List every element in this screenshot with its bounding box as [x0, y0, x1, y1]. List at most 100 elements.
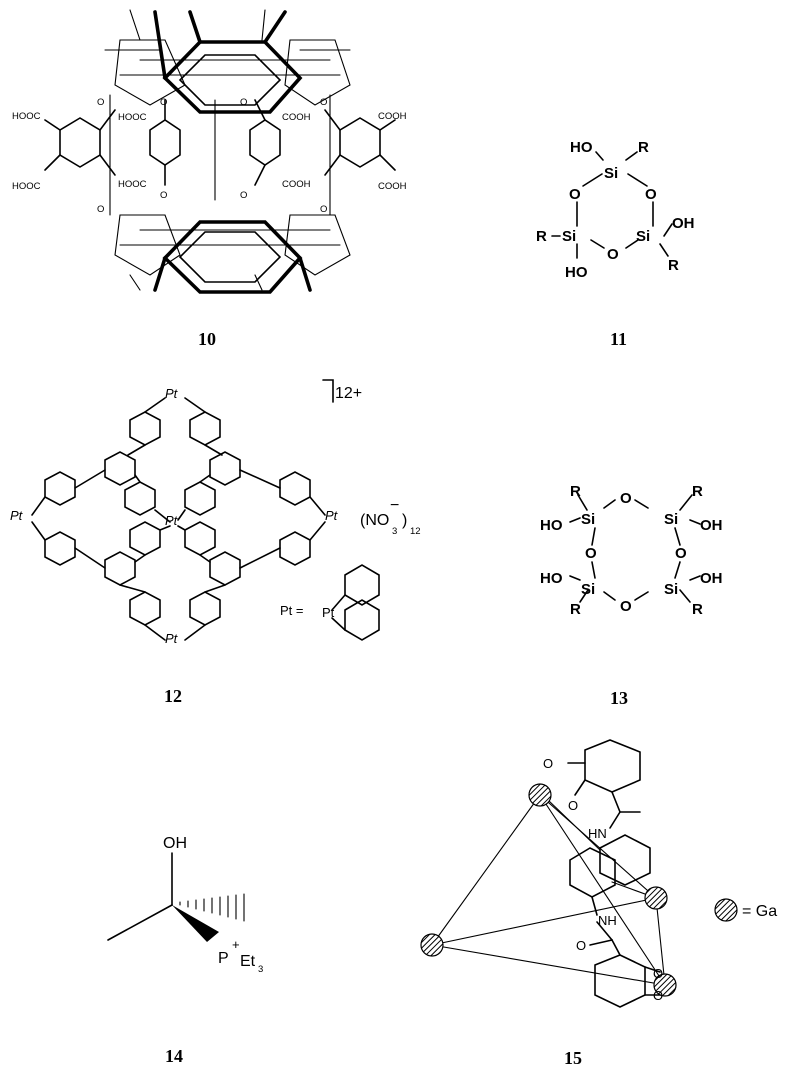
platinum-label: Pt: [165, 631, 179, 646]
platinum-label: Pt: [325, 508, 339, 523]
compound-13: R R O HO Si Si OH O O HO Si Si OH O R R …: [540, 483, 723, 708]
compound-number: 15: [564, 1048, 582, 1068]
charge-label: +: [232, 937, 240, 952]
oxygen-label: O: [97, 204, 104, 215]
oxygen-label: O: [160, 190, 167, 201]
acid-label: COOH: [282, 179, 311, 190]
platinum-label: Pt: [10, 508, 24, 523]
hydroxyl-label: HO: [570, 139, 593, 156]
amide-label: HN: [588, 826, 607, 841]
gallium-legend-icon: [714, 898, 738, 922]
compound-number: 14: [165, 1046, 183, 1066]
compound-10-labels: HOOC HOOC HOOC HOOC COOH COOH COOH COOH …: [12, 97, 407, 215]
nitrate-label: (NO: [360, 512, 389, 529]
silicon-label: Si: [562, 228, 576, 245]
pt-bipyridine-definition: Pt = Pt: [280, 564, 380, 641]
platinum-label: Pt: [322, 605, 335, 620]
pt-definition-label: Pt =: [280, 603, 304, 618]
oxygen-label: O: [576, 938, 586, 953]
hydroxyl-label: HO: [565, 264, 588, 281]
r-group-label: R: [638, 139, 649, 156]
r-group-label: R: [692, 483, 703, 500]
compound-10-linkers: [44, 94, 396, 216]
compound-15: O O HN NH O O O = Ga 15: [420, 739, 777, 1068]
ligand-framework: [547, 739, 661, 1008]
oxygen-label: O: [97, 97, 104, 108]
oxygen-label: O: [160, 97, 167, 108]
oxygen-label: O: [620, 598, 632, 615]
oxygen-label: O: [607, 246, 619, 263]
oxygen-label: O: [585, 545, 597, 562]
oxygen-label: O: [653, 966, 663, 981]
compound-14: OH P + Et 3 14: [107, 835, 263, 1066]
silicon-label: Si: [604, 165, 618, 182]
r-group-label: R: [692, 601, 703, 618]
r-group-label: R: [570, 601, 581, 618]
platinum-label: Pt: [165, 386, 179, 401]
ethyl-subscript: 3: [258, 964, 263, 975]
compound-12-triazines: [104, 451, 241, 586]
hydroxyl-label: OH: [163, 835, 187, 852]
ga-atoms: [420, 783, 677, 997]
charge-bracket: [322, 379, 334, 403]
hashed-bond: [179, 893, 245, 922]
compound-12: 12+: [10, 379, 421, 706]
gallium-atom: [528, 783, 552, 807]
compound-13-ring: [569, 494, 701, 603]
gallium-atom: [644, 886, 668, 910]
platinum-label: Pt: [165, 513, 179, 528]
oxygen-label: O: [568, 798, 578, 813]
oxygen-label: O: [620, 490, 632, 507]
gallium-atom: [653, 973, 677, 997]
compound-12-bonds: [31, 397, 326, 641]
compound-10-upper-cavitand: [104, 9, 351, 114]
acid-label: HOOC: [118, 112, 147, 123]
hydroxyl-label: OH: [700, 570, 723, 587]
hydroxyl-label: OH: [672, 215, 695, 232]
compound-11-ring: [551, 151, 673, 259]
silicon-label: Si: [636, 228, 650, 245]
hydroxyl-label: HO: [540, 570, 563, 587]
acid-label: HOOC: [12, 181, 41, 192]
silicon-label: Si: [581, 511, 595, 528]
nitrate-charge: −: [390, 497, 399, 514]
oxygen-label: O: [569, 186, 581, 203]
nitrate-paren: ): [402, 512, 407, 529]
acid-label: HOOC: [118, 179, 147, 190]
nitrate-subscript: 3: [392, 526, 397, 537]
wedge-bond: [172, 905, 219, 942]
hydroxyl-label: HO: [540, 517, 563, 534]
compound-11: HO R Si O O R Si Si OH O HO R 11: [536, 139, 695, 349]
nitrate-count: 12: [410, 526, 421, 537]
acid-label: COOH: [282, 112, 311, 123]
amide-label: NH: [598, 913, 617, 928]
r-group-label: R: [668, 257, 679, 274]
compound-number: 12: [164, 686, 182, 706]
compound-number: 10: [198, 329, 216, 349]
compound-12-pyridines: [44, 411, 311, 626]
acid-label: COOH: [378, 181, 407, 192]
compound-number: 13: [610, 688, 628, 708]
oxygen-label: O: [675, 545, 687, 562]
silicon-label: Si: [581, 581, 595, 598]
oxygen-label: O: [645, 186, 657, 203]
gallium-atom: [420, 933, 444, 957]
oxygen-label: O: [240, 97, 247, 108]
hydroxyl-label: OH: [700, 517, 723, 534]
compound-10: HOOC HOOC HOOC HOOC COOH COOH COOH COOH …: [12, 9, 407, 349]
acid-label: HOOC: [12, 111, 41, 122]
oxygen-label: O: [543, 756, 553, 771]
compound-12-atom-labels: Pt Pt Pt Pt Pt: [10, 386, 339, 646]
oxygen-label: O: [320, 204, 327, 215]
r-group-label: R: [536, 228, 547, 245]
ethyl-label: Et: [240, 953, 256, 970]
oxygen-label: O: [320, 97, 327, 108]
methyl-bond: [107, 904, 173, 941]
charge-label: 12+: [335, 385, 362, 402]
gallium-legend-label: = Ga: [742, 903, 777, 920]
oxygen-label: O: [240, 190, 247, 201]
compound-number: 11: [610, 329, 627, 349]
oxygen-label: O: [653, 988, 663, 1003]
phosphorus-label: P: [218, 950, 229, 967]
